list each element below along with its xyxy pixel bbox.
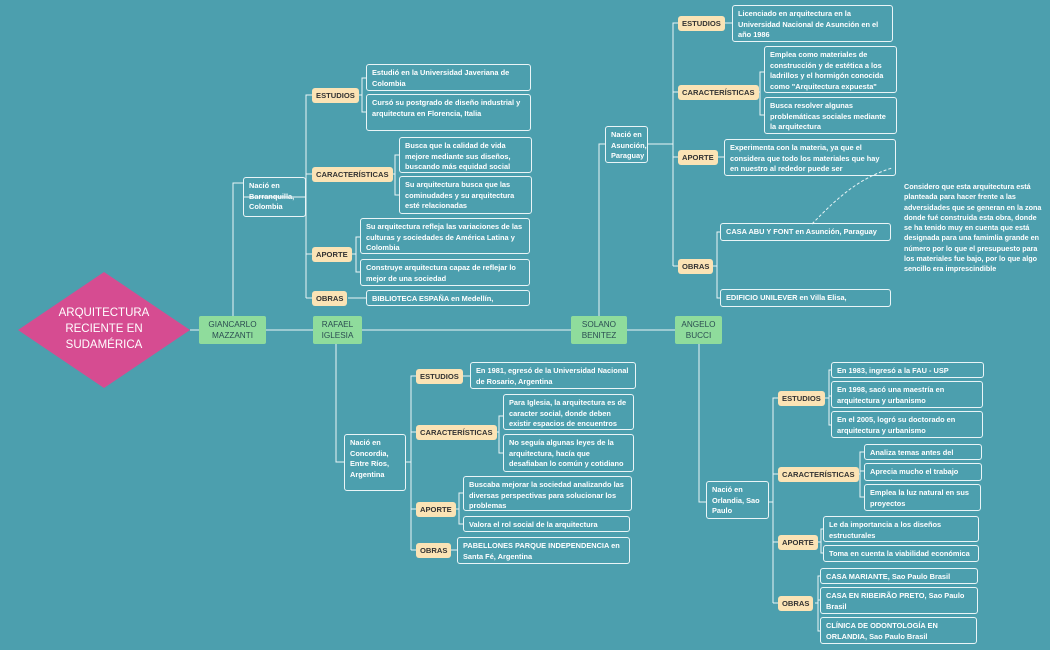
benitez-caracteristicas-2[interactable]: Busca resolver algunas problemáticas soc… — [764, 97, 897, 134]
bucci-estudios-2[interactable]: En 1998, sacó una maestría en arquitectu… — [831, 381, 983, 408]
root-diamond-shape — [18, 272, 190, 388]
mazzanti-aporte-2[interactable]: Construye arquitectura capaz de reflejar… — [360, 259, 530, 286]
mazzanti-caracteristicas-label[interactable]: CARACTERÍSTICAS — [312, 167, 393, 182]
iglesia-estudios-1[interactable]: En 1981, egresó de la Universidad Nacion… — [470, 362, 636, 389]
mazzanti-aporte-label[interactable]: APORTE — [312, 247, 352, 262]
iglesia-estudios-label[interactable]: ESTUDIOS — [416, 369, 463, 384]
bucci-aporte-1[interactable]: Le da importancia a los diseños estructu… — [823, 516, 979, 542]
iglesia-aporte-1[interactable]: Buscaba mejorar la sociedad analizando l… — [463, 476, 632, 511]
iglesia-aporte-2[interactable]: Valora el rol social de la arquitectura — [463, 516, 630, 532]
iglesia-caracteristicas-label[interactable]: CARACTERÍSTICAS — [416, 425, 497, 440]
mazzanti-obras-label[interactable]: OBRAS — [312, 291, 348, 306]
mazzanti-caracteristicas-1[interactable]: Busca que la calidad de vida mejore medi… — [399, 137, 532, 173]
iglesia-caracteristicas-1[interactable]: Para Iglesia, la arquitectura es de cara… — [503, 394, 634, 430]
benitez-note[interactable]: Considero que esta arquitectura está pla… — [904, 182, 1042, 274]
person-bucci[interactable]: ANGELO BUCCI — [675, 316, 722, 344]
bucci-obra-1[interactable]: CASA MARIANTE, Sao Paulo Brasil — [820, 568, 978, 584]
mazzanti-estudios-label[interactable]: ESTUDIOS — [312, 88, 359, 103]
person-mazzanti[interactable]: GIANCARLO MAZZANTI — [199, 316, 266, 344]
mazzanti-estudios-2[interactable]: Cursó su postgrado de diseño industrial … — [366, 94, 531, 131]
iglesia-obra-1[interactable]: PABELLONES PARQUE INDEPENDENCIA en Santa… — [457, 537, 630, 564]
mazzanti-estudios-1[interactable]: Estudió en la Universidad Javeriana de C… — [366, 64, 531, 91]
benitez-aporte-label[interactable]: APORTE — [678, 150, 718, 165]
iglesia-birth[interactable]: Nació en Concordia, Entre Ríos, Argentin… — [344, 434, 406, 491]
iglesia-obras-label[interactable]: OBRAS — [416, 543, 452, 558]
bucci-aporte-2[interactable]: Toma en cuenta la viabilidad económica — [823, 545, 979, 562]
benitez-obra-2[interactable]: EDIFICIO UNILEVER en Villa Elisa, Pparag… — [720, 289, 891, 307]
person-benitez[interactable]: SOLANO BENITEZ — [571, 316, 627, 344]
bucci-caracteristicas-3[interactable]: Emplea la luz natural en sus proyectos — [864, 484, 981, 511]
root-topic[interactable]: ARQUITECTURA RECIENTE EN SUDAMÉRICA — [18, 272, 190, 388]
benitez-aporte-1[interactable]: Experimenta con la materia, ya que el co… — [724, 139, 896, 176]
root-title: ARQUITECTURA RECIENTE EN SUDAMÉRICA — [58, 307, 150, 351]
person-iglesia[interactable]: RAFAEL IGLESIA — [313, 316, 362, 344]
benitez-obras-label[interactable]: OBRAS — [678, 259, 714, 274]
bucci-obras-label[interactable]: OBRAS — [778, 596, 814, 611]
bucci-estudios-1[interactable]: En 1983, ingresó a la FAU - USP — [831, 362, 984, 378]
bucci-aporte-label[interactable]: APORTE — [778, 535, 818, 550]
benitez-obra-1[interactable]: CASA ABU Y FONT en Asunción, Paraguay — [720, 223, 891, 241]
bucci-estudios-3[interactable]: En el 2005, logró su doctorado en arquit… — [831, 411, 983, 438]
bucci-birth[interactable]: Nació en Orlandia, Sao Paulo — [706, 481, 769, 519]
benitez-estudios-label[interactable]: ESTUDIOS — [678, 16, 725, 31]
iglesia-aporte-label[interactable]: APORTE — [416, 502, 456, 517]
mazzanti-obra-1[interactable]: BIBLIOTECA ESPAÑA en Medellín, Colombia — [366, 290, 530, 306]
bucci-obra-2[interactable]: CASA EN RIBEIRÃO PRETO, Sao Paulo Brasil — [820, 587, 978, 614]
bucci-caracteristicas-2[interactable]: Aprecia mucho el trabajo grupal — [864, 463, 982, 481]
benitez-estudios-1[interactable]: Licenciado en arquitectura en la Univers… — [732, 5, 893, 42]
mazzanti-birth[interactable]: Nació en Barranquilla, Colombia — [243, 177, 306, 217]
mazzanti-aporte-1[interactable]: Su arquitectura refleja las variaciones … — [360, 218, 530, 254]
benitez-caracteristicas-label[interactable]: CARACTERÍSTICAS — [678, 85, 759, 100]
mazzanti-caracteristicas-2[interactable]: Su arquitectura busca que las cominudade… — [399, 176, 532, 214]
bucci-caracteristicas-1[interactable]: Analiza temas antes del diseño — [864, 444, 982, 460]
benitez-caracteristicas-1[interactable]: Emplea como materiales de construcción y… — [764, 46, 897, 93]
bucci-obra-3[interactable]: CLÍNICA DE ODONTOLOGÍA EN ORLANDIA, Sao … — [820, 617, 977, 644]
bucci-estudios-label[interactable]: ESTUDIOS — [778, 391, 825, 406]
bucci-caracteristicas-label[interactable]: CARACTERÍSTICAS — [778, 467, 859, 482]
benitez-birth[interactable]: Nació en Asunción, Paraguay — [605, 126, 648, 163]
iglesia-caracteristicas-2[interactable]: No seguía algunas leyes de la arquitectu… — [503, 434, 634, 472]
